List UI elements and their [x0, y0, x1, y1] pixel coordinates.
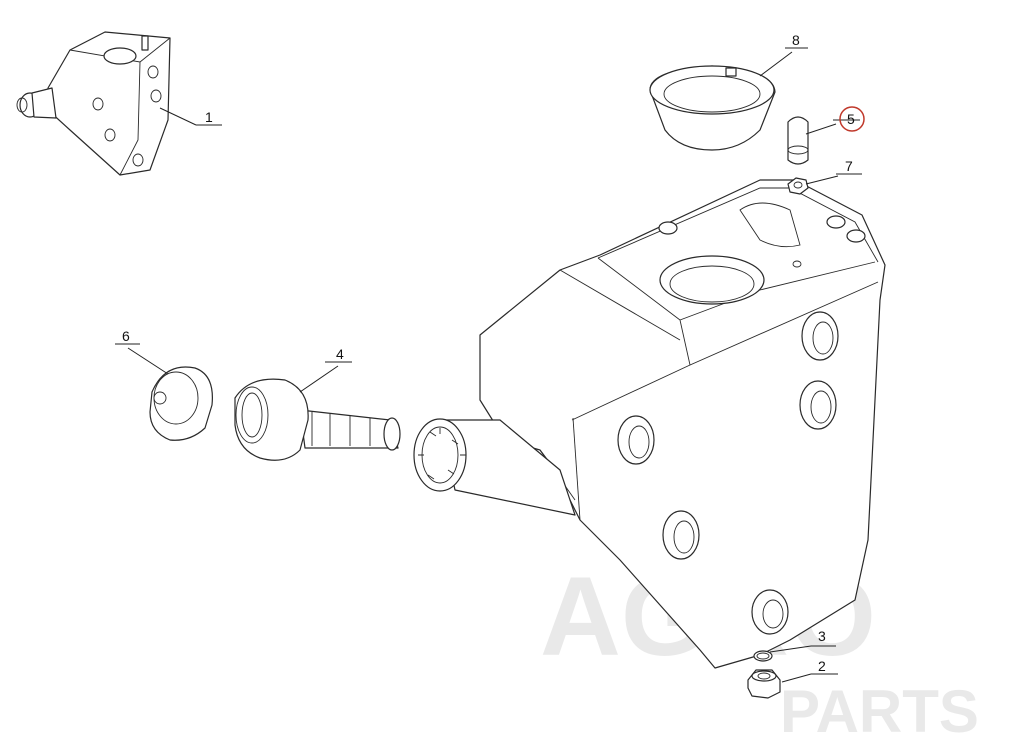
part-5-sensor[interactable] [787, 116, 809, 165]
part-1-tank-thumbnail[interactable] [16, 31, 171, 176]
callout-7[interactable]: 7 [845, 158, 853, 174]
main-tank-body[interactable] [413, 179, 886, 669]
part-6-cap[interactable] [149, 366, 213, 441]
callout-5[interactable]: 5 [847, 111, 855, 127]
part-3-o-ring[interactable] [753, 650, 773, 662]
callout-1[interactable]: 1 [205, 109, 213, 125]
callout-8[interactable]: 8 [792, 32, 800, 48]
callout-2[interactable]: 2 [818, 658, 826, 674]
callout-4[interactable]: 4 [336, 346, 344, 362]
part-7-grommet[interactable] [787, 177, 809, 195]
callout-labels: 8 5 7 1 6 4 3 2 [122, 32, 865, 674]
watermark-line2: PARTS [780, 678, 979, 745]
part-4-strainer[interactable] [234, 378, 401, 461]
callout-3[interactable]: 3 [818, 628, 826, 644]
callout-6[interactable]: 6 [122, 328, 130, 344]
leader-lines [115, 47, 862, 683]
part-8-filler-ring[interactable] [649, 65, 776, 151]
highlight-circle-5 [839, 106, 865, 132]
part-2-drain-plug[interactable] [747, 669, 781, 699]
